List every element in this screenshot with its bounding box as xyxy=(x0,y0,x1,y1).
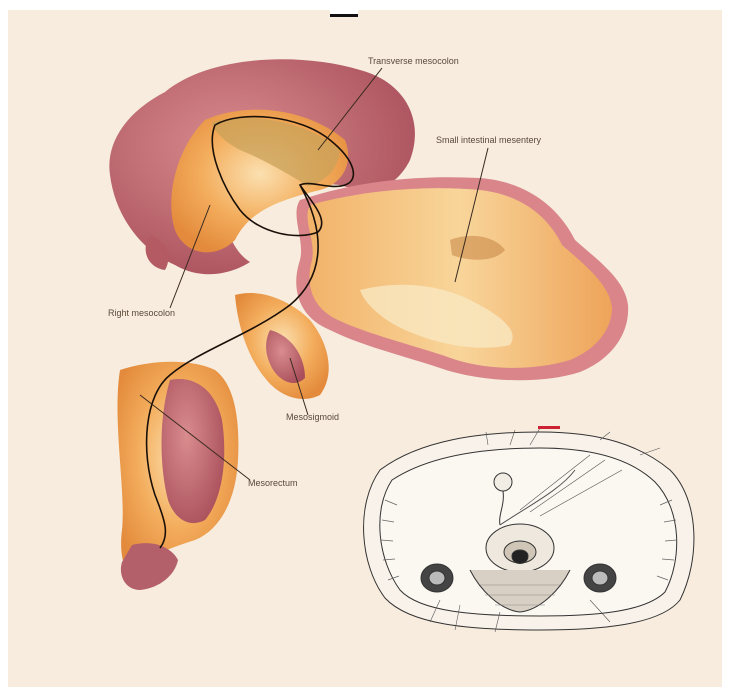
label-mesorectum: Mesorectum xyxy=(248,478,298,488)
label-right-mesocolon: Right mesocolon xyxy=(108,308,175,318)
label-small-intestinal-mesentery: Small intestinal mesentery xyxy=(436,135,542,145)
label-mesosigmoid: Mesosigmoid xyxy=(286,412,339,422)
cross-section-inset xyxy=(364,426,694,632)
label-transverse-mesocolon: Transverse mesocolon xyxy=(368,56,459,66)
